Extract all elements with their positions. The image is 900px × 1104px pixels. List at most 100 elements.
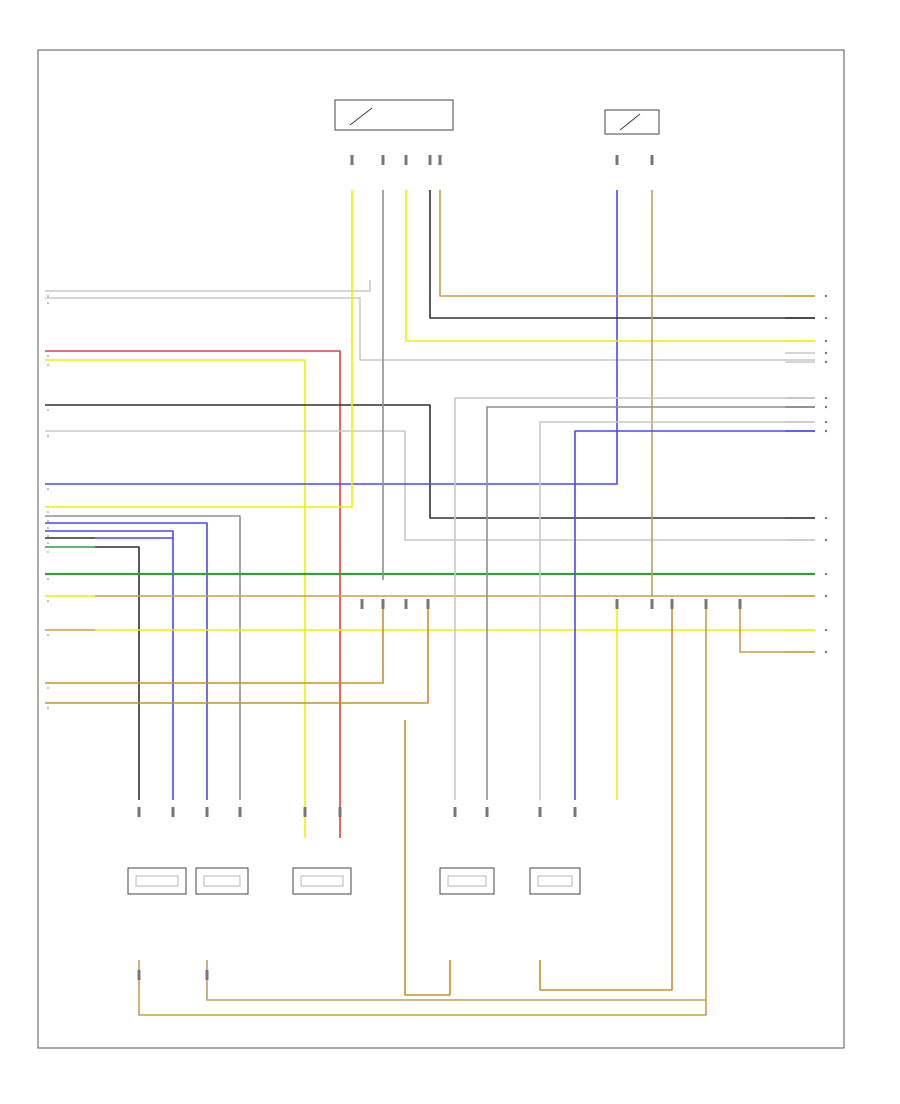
module-pin bbox=[303, 807, 307, 817]
module-pin bbox=[338, 807, 342, 817]
wire-tan-top bbox=[439, 190, 815, 297]
module-pin bbox=[137, 807, 141, 817]
terminal-dot bbox=[824, 538, 828, 542]
bus-drop-pin bbox=[426, 599, 430, 609]
module-pin bbox=[238, 807, 242, 817]
switch-contact-icon bbox=[619, 113, 641, 131]
wire-orange-a bbox=[95, 600, 384, 684]
top-switch-pin bbox=[404, 155, 408, 165]
left-terminal-dot bbox=[47, 527, 49, 529]
bus-drop-pin bbox=[704, 599, 708, 609]
wire-grey-mid bbox=[486, 406, 815, 800]
terminal-dot bbox=[824, 572, 828, 576]
module-inner-outline bbox=[447, 875, 487, 887]
top-switch-pin bbox=[350, 155, 354, 165]
wire-orange-loop bbox=[539, 600, 673, 991]
left-terminal-dot bbox=[47, 364, 49, 366]
top-switch-housing bbox=[334, 99, 454, 131]
wire-orange-b bbox=[95, 600, 429, 704]
terminal-dot bbox=[824, 420, 828, 424]
wire-yellow-b bbox=[95, 190, 353, 508]
component-layer bbox=[127, 99, 660, 895]
wire-lightgrey-right bbox=[539, 421, 815, 800]
module-inner-outline bbox=[203, 875, 241, 887]
terminal-dot bbox=[824, 405, 828, 409]
diagram-frame bbox=[37, 49, 845, 1049]
wire-yellow-top bbox=[405, 190, 815, 342]
terminal-dot bbox=[824, 360, 828, 364]
wire-yellow-a bbox=[95, 359, 306, 838]
terminal-dot bbox=[824, 294, 828, 298]
wire-black-a bbox=[95, 404, 815, 519]
left-terminal-dot bbox=[47, 551, 49, 553]
wire-blue-c bbox=[95, 530, 174, 800]
wire-black-b bbox=[95, 546, 140, 800]
wire-lightgrey-mid bbox=[454, 397, 815, 800]
wire-blue-right bbox=[574, 430, 815, 800]
wire-orange-bottom bbox=[404, 720, 451, 996]
left-terminal-dot bbox=[47, 600, 49, 602]
top-switch-pin bbox=[381, 155, 385, 165]
module-pin bbox=[453, 807, 457, 817]
bus-drop-pin bbox=[360, 599, 364, 609]
module-inner-outline bbox=[135, 875, 179, 887]
bus-drop-pin bbox=[404, 599, 408, 609]
module-box bbox=[195, 867, 249, 895]
switch-contact-icon bbox=[349, 107, 373, 126]
terminal-dot bbox=[824, 339, 828, 343]
module-pin bbox=[171, 807, 175, 817]
terminal-dot bbox=[824, 351, 828, 355]
terminal-dot bbox=[824, 628, 828, 632]
left-terminal-dot bbox=[47, 542, 49, 544]
left-terminal-dot bbox=[47, 302, 49, 304]
left-terminal-dot bbox=[47, 707, 49, 709]
terminal-dot bbox=[824, 429, 828, 433]
left-terminal-dot bbox=[47, 578, 49, 580]
bus-drop-pin bbox=[738, 599, 742, 609]
module-pin bbox=[485, 807, 489, 817]
module-ground-pin bbox=[205, 970, 209, 980]
left-terminal-dot bbox=[47, 435, 49, 437]
module-pin bbox=[573, 807, 577, 817]
terminal-dot bbox=[824, 594, 828, 598]
module-box bbox=[529, 867, 581, 895]
module-inner-outline bbox=[537, 875, 573, 887]
left-terminal-dot bbox=[47, 634, 49, 636]
bus-drop-pin bbox=[670, 599, 674, 609]
terminal-dot bbox=[824, 516, 828, 520]
wire-grey-c bbox=[95, 515, 241, 800]
wire-layer bbox=[45, 155, 828, 1016]
module-box bbox=[439, 867, 495, 895]
module-box bbox=[127, 867, 187, 895]
left-terminal-dot bbox=[47, 520, 49, 522]
module-pin bbox=[538, 807, 542, 817]
wire-black-top bbox=[429, 190, 815, 319]
bus-drop-pin bbox=[381, 599, 385, 609]
wire-blue-b bbox=[95, 522, 208, 800]
wire-grey-top bbox=[95, 280, 371, 292]
left-terminal-dot bbox=[47, 687, 49, 689]
wire-grey-2 bbox=[95, 297, 815, 361]
module-pin bbox=[205, 807, 209, 817]
top-right-switch-pin bbox=[615, 155, 619, 165]
bus-drop-pin bbox=[615, 599, 619, 609]
module-inner-outline bbox=[300, 875, 344, 887]
terminal-dot bbox=[824, 396, 828, 400]
terminal-dot bbox=[824, 650, 828, 654]
terminal-dot bbox=[824, 316, 828, 320]
module-box bbox=[292, 867, 352, 895]
top-switch-pin bbox=[428, 155, 432, 165]
wire-lightgrey-b bbox=[95, 430, 815, 541]
wire-tan-right-loop bbox=[739, 600, 815, 653]
wire-tan-ground bbox=[138, 600, 707, 1016]
top-switch-pin bbox=[438, 155, 442, 165]
left-terminal-dot bbox=[47, 409, 49, 411]
wire-blue-top bbox=[95, 190, 618, 485]
wire-red bbox=[95, 350, 341, 838]
left-terminal-dot bbox=[47, 535, 49, 537]
bus-drop-pin bbox=[650, 599, 654, 609]
left-terminal-dot bbox=[47, 488, 49, 490]
module-ground-pin bbox=[137, 970, 141, 980]
